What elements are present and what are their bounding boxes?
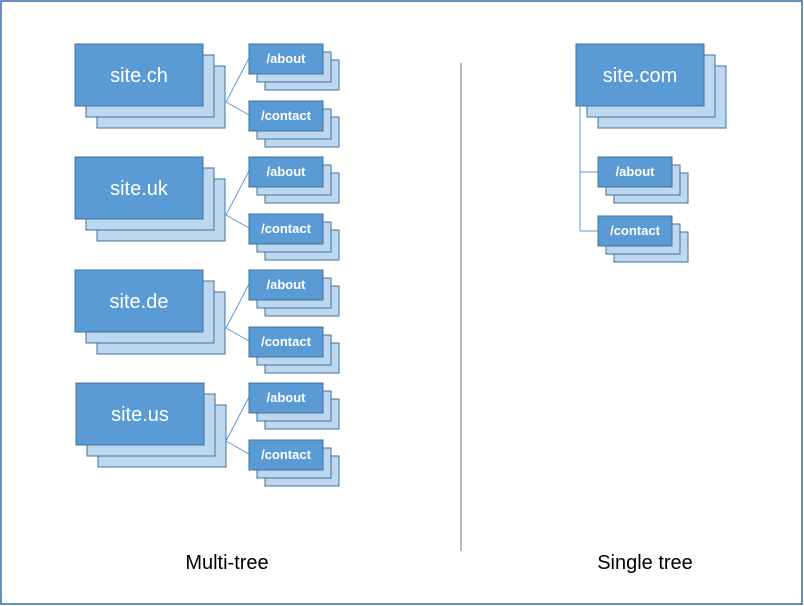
page-box-1-0: /about bbox=[248, 156, 340, 204]
site-box-3: site.us bbox=[75, 382, 227, 468]
single-tree-caption: Single tree bbox=[597, 552, 693, 574]
page-box-0-1: /contact bbox=[248, 100, 340, 148]
page-box-0-1-label: /contact bbox=[261, 108, 312, 123]
site-box-3-label: site.us bbox=[111, 404, 169, 426]
multi-tree-caption: Multi-tree bbox=[185, 552, 268, 574]
site-box-1-front bbox=[74, 156, 204, 220]
page-box-3-1: /contact bbox=[248, 439, 340, 487]
connector-line bbox=[225, 396, 250, 442]
connector-line bbox=[225, 101, 250, 116]
page-box-0-0: /about bbox=[248, 43, 340, 91]
page-box-0-0-label: /about bbox=[267, 51, 307, 66]
page-box-3-0-label: /about bbox=[267, 390, 307, 405]
single-page-box-1-label: /contact bbox=[610, 223, 661, 238]
multi-tree-group: site.ch/about/contact site.uk/about/conta… bbox=[74, 43, 340, 487]
connector-line bbox=[225, 57, 250, 103]
site-box-3-front bbox=[75, 382, 205, 446]
page-box-3-1-front bbox=[248, 439, 324, 471]
page-box-1-0-label: /about bbox=[267, 164, 307, 179]
page-box-2-1-label: /contact bbox=[261, 334, 312, 349]
single-tree-group: site.com/about/contact bbox=[575, 43, 727, 263]
page-box-1-1: /contact bbox=[248, 213, 340, 261]
single-site-box-front bbox=[575, 43, 705, 107]
site-box-2-front bbox=[74, 269, 204, 333]
single-site-box: site.com bbox=[575, 43, 727, 129]
page-box-2-1: /contact bbox=[248, 326, 340, 374]
page-box-1-1-front bbox=[248, 213, 324, 245]
page-box-3-1-label: /contact bbox=[261, 447, 312, 462]
connector-line bbox=[225, 327, 250, 342]
page-box-2-0: /about bbox=[248, 269, 340, 317]
page-box-3-0-front bbox=[248, 382, 324, 414]
page-box-2-0-front bbox=[248, 269, 324, 301]
page-box-1-1-label: /contact bbox=[261, 221, 312, 236]
single-page-box-1-front bbox=[597, 215, 673, 247]
single-site-box-label: site.com bbox=[603, 65, 677, 87]
site-box-1: site.uk bbox=[74, 156, 226, 242]
connector-line bbox=[225, 440, 250, 455]
site-box-0: site.ch bbox=[74, 43, 226, 129]
page-box-1-0-front bbox=[248, 156, 324, 188]
page-box-0-1-front bbox=[248, 100, 324, 132]
page-box-2-1-front bbox=[248, 326, 324, 358]
site-box-0-front bbox=[74, 43, 204, 107]
page-box-3-0: /about bbox=[248, 382, 340, 430]
page-box-2-0-label: /about bbox=[267, 277, 307, 292]
site-box-0-label: site.ch bbox=[110, 65, 168, 87]
page-box-0-0-front bbox=[248, 43, 324, 75]
single-page-box-0: /about bbox=[597, 156, 689, 204]
connector-line bbox=[225, 170, 250, 216]
single-page-box-0-label: /about bbox=[616, 164, 656, 179]
site-box-1-label: site.uk bbox=[110, 178, 169, 200]
site-box-2-label: site.de bbox=[110, 291, 169, 313]
single-page-box-0-front bbox=[597, 156, 673, 188]
connector-line bbox=[225, 283, 250, 329]
site-box-2: site.de bbox=[74, 269, 226, 355]
single-page-box-1: /contact bbox=[597, 215, 689, 263]
connector-line bbox=[225, 214, 250, 229]
